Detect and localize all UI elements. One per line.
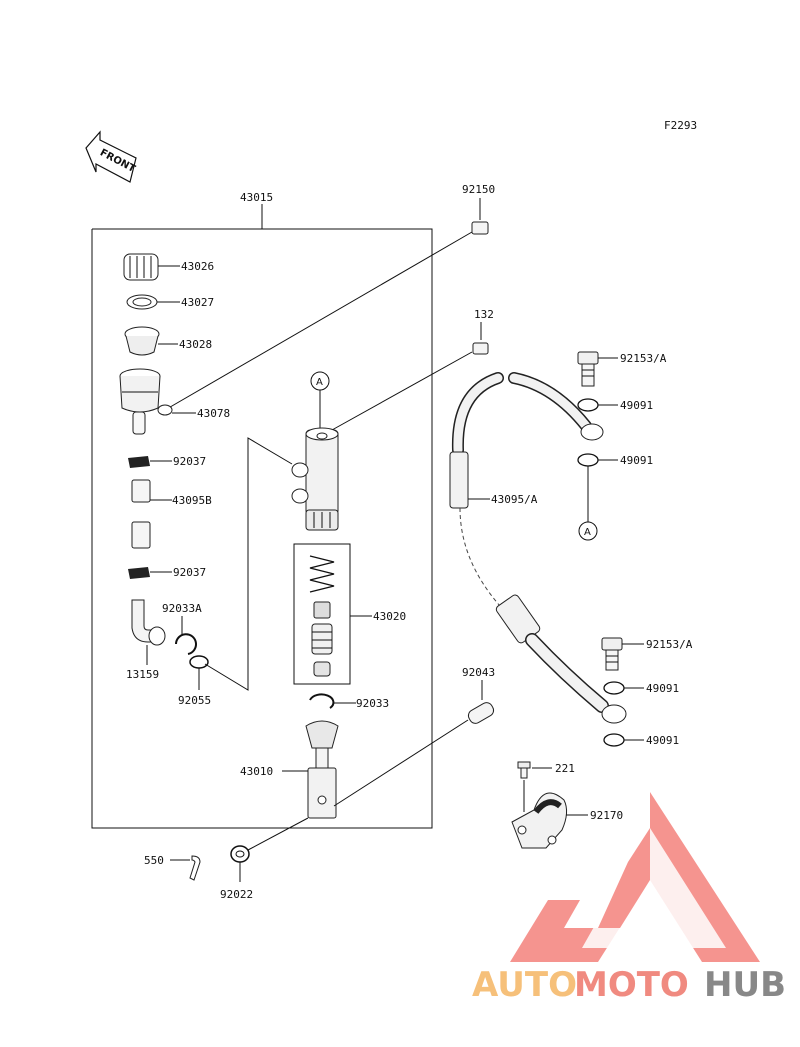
watermark-moto: MOTO — [574, 965, 689, 1005]
label-92153A-upper: 92153/A — [620, 352, 667, 365]
svg-text:A: A — [584, 527, 591, 538]
banjo-bolt-92153A-lower — [601, 637, 623, 671]
label-92170: 92170 — [590, 809, 623, 822]
circlip-92033A — [175, 633, 197, 655]
label-92033: 92033 — [356, 697, 389, 710]
screw-92150 — [164, 221, 489, 411]
label-49091-a: 49091 — [620, 399, 653, 412]
label-92037-a: 92037 — [173, 455, 206, 468]
diaphragm-43028 — [124, 326, 160, 356]
label-49091-c: 49091 — [646, 682, 679, 695]
label-221: 221 — [555, 762, 575, 775]
label-43028: 43028 — [179, 338, 212, 351]
washer-49091-c — [603, 681, 625, 695]
washer-49091-b — [577, 453, 599, 467]
label-92033A: 92033A — [162, 602, 202, 615]
label-43078: 43078 — [197, 407, 230, 420]
push-rod-43010 — [305, 720, 339, 819]
label-49091-d: 49091 — [646, 734, 679, 747]
bolt-132 — [472, 342, 489, 355]
screw-221 — [517, 761, 531, 779]
label-43026: 43026 — [181, 260, 214, 273]
washer-49091-d — [603, 733, 625, 747]
o-ring-92055 — [189, 655, 209, 669]
banjo-bolt-92153A-upper — [577, 351, 599, 387]
triangle-logo-icon — [510, 792, 760, 962]
label-92150: 92150 — [462, 183, 495, 196]
label-43095A: 43095/A — [491, 493, 538, 506]
pin-92043 — [467, 702, 495, 724]
label-43015: 43015 — [240, 191, 273, 204]
label-49091-b: 49091 — [620, 454, 653, 467]
automotohub-watermark: AUTO MOTO HUB — [472, 792, 786, 1005]
label-43010: 43010 — [240, 765, 273, 778]
label-13159: 13159 — [126, 668, 159, 681]
label-92055: 92055 — [178, 694, 211, 707]
front-arrow-icon: FRONT — [85, 130, 137, 183]
figure-code: F2293 — [664, 119, 697, 132]
svg-text:A: A — [316, 377, 323, 388]
circlip-92033 — [309, 693, 335, 709]
hose-43095B-upper — [131, 479, 151, 503]
label-43027: 43027 — [181, 296, 214, 309]
label-550: 550 — [144, 854, 164, 867]
brake-hose-43095A — [449, 372, 627, 724]
label-92043: 92043 — [462, 666, 495, 679]
label-132: 132 — [474, 308, 494, 321]
label-92022: 92022 — [220, 888, 253, 901]
watermark-auto: AUTO — [472, 965, 577, 1005]
clamp-92170 — [511, 792, 568, 849]
callout-A-side — [578, 521, 598, 541]
assembly-box-43015 — [91, 228, 433, 829]
washer-49091-a — [577, 398, 599, 412]
elbow-fitting-13159 — [131, 599, 166, 646]
clamp-92037-a — [128, 456, 150, 468]
clamp-92037-b — [128, 567, 150, 579]
label-92153A-lower: 92153/A — [646, 638, 693, 651]
cotter-pin-550 — [189, 855, 201, 881]
label-43020: 43020 — [373, 610, 406, 623]
hose-43095B-lower — [131, 521, 151, 549]
watermark-hub: HUB — [704, 965, 786, 1005]
piston-kit-43020 — [309, 555, 335, 677]
label-43095B: 43095B — [172, 494, 212, 507]
label-92037-b: 92037 — [173, 566, 206, 579]
master-cylinder-body — [291, 427, 339, 531]
reservoir-cap-43026 — [123, 253, 159, 281]
reservoir-43078 — [119, 368, 173, 435]
piston-kit-box — [293, 543, 351, 685]
